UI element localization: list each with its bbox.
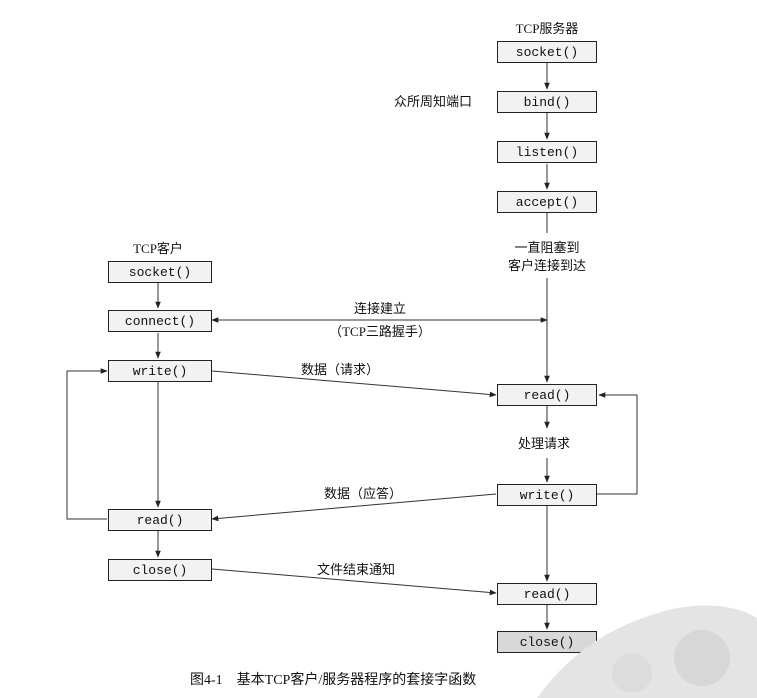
server-close-box: close() (497, 631, 597, 653)
figure-caption: 图4-1 基本TCP客户/服务器程序的套接字函数 (190, 673, 477, 688)
data-request-label: 数据（请求） (301, 362, 380, 377)
server-write-box: write() (497, 484, 597, 506)
connection-established-label: 连接建立 (353, 301, 406, 316)
watermark-stamp (537, 605, 757, 698)
server-title: TCP服务器 (515, 21, 579, 36)
arrow-server-loop (597, 392, 638, 495)
block-until-connect-line2: 客户连接到达 (507, 258, 586, 273)
client-connect-box: connect() (108, 310, 212, 332)
server-accept-box: accept() (497, 191, 597, 213)
client-read-box: read() (108, 509, 212, 531)
client-write-box: write() (108, 360, 212, 382)
well-known-port-label: 众所周知端口 (394, 94, 473, 109)
arrow-data-request (211, 370, 497, 398)
server-bind-box: bind() (497, 91, 597, 113)
server-listen-box: listen() (497, 141, 597, 163)
server-socket-box: socket() (497, 41, 597, 63)
client-socket-box: socket() (108, 261, 212, 283)
client-title: TCP客户 (133, 241, 183, 256)
arrow-eof-notify (211, 568, 497, 596)
eof-notify-label: 文件结束通知 (317, 562, 396, 577)
block-until-connect-line1: 一直阻塞到 (514, 240, 580, 255)
three-way-handshake-label: （TCP三路握手） (329, 324, 431, 339)
process-request-label: 处理请求 (518, 436, 571, 451)
server-read2-box: read() (497, 583, 597, 605)
arrow-data-reply (211, 493, 497, 522)
arrow-client-loop (66, 368, 108, 520)
client-close-box: close() (108, 559, 212, 581)
server-read-box: read() (497, 384, 597, 406)
data-reply-label: 数据（应答） (324, 486, 403, 501)
